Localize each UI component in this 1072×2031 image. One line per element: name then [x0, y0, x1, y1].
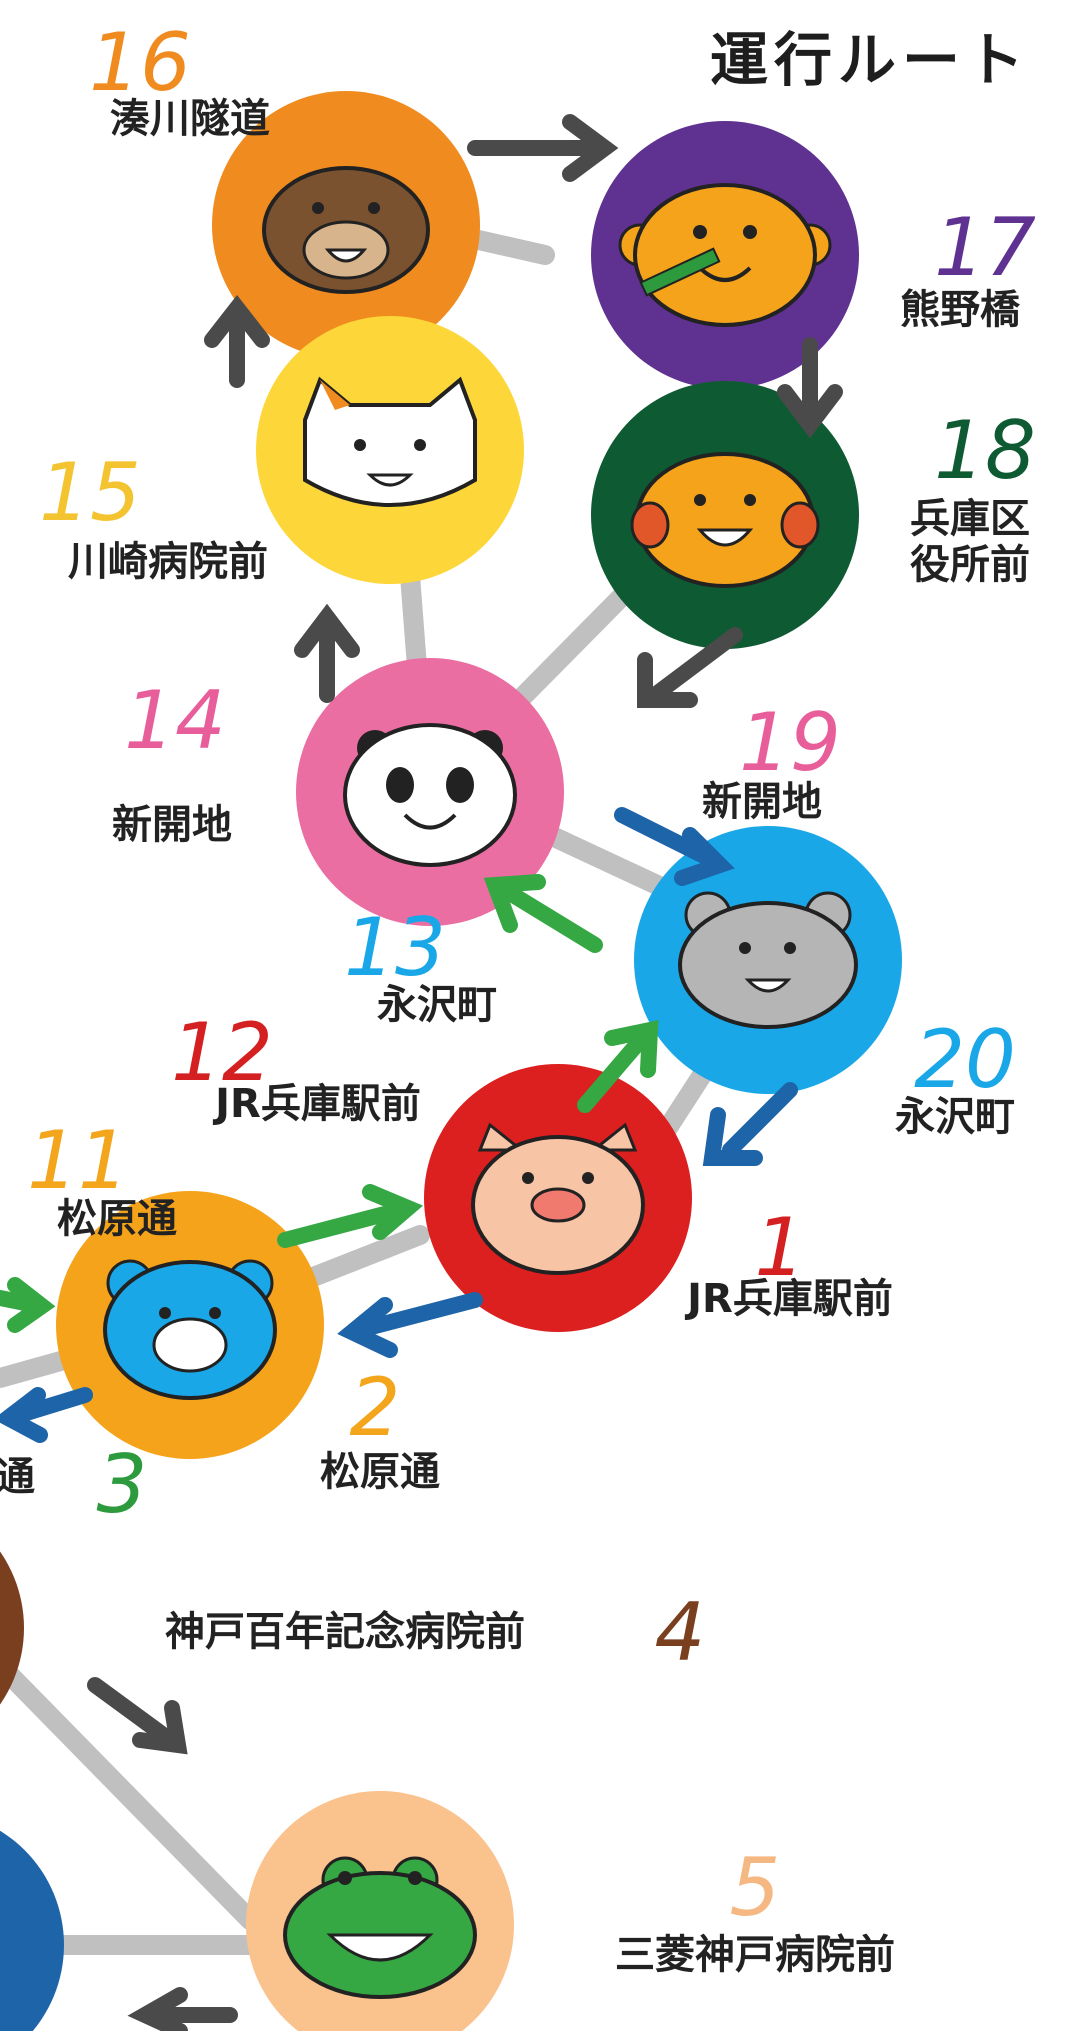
arrow-left-icon: [0, 1387, 93, 1443]
arrow-right-icon: [0, 1277, 56, 1333]
arrow-up-icon: [204, 295, 270, 388]
mole-icon: [262, 166, 430, 294]
stop-number-14: 14: [124, 674, 226, 767]
arrow-left-icon: [127, 1987, 238, 2031]
stop-number-4: 4: [655, 1586, 706, 1679]
stop-labels: 湊川隧道 熊野橋 兵庫区 役所前 川崎病院前 新開地 新開地 永沢町 JR兵庫駅…: [0, 96, 1030, 1978]
stop-label-2: 松原通: [320, 1449, 440, 1495]
station-6-partial: [0, 1830, 64, 2031]
stop-number-11: 11: [27, 1114, 129, 1207]
station-2-11[interactable]: [56, 1191, 324, 1459]
direction-arrows: [0, 114, 843, 2031]
map-title: 運行ルート: [710, 26, 1030, 94]
station-4[interactable]: [0, 1494, 24, 1762]
station-15[interactable]: [256, 316, 524, 584]
stop-label-14: 新開地: [112, 802, 232, 848]
stop-number-15: 15: [39, 446, 141, 539]
stop-label-15: 川崎病院前: [68, 539, 268, 585]
stop-label-20: 永沢町: [895, 1094, 1015, 1140]
arrow-down-left-icon: [637, 627, 743, 708]
stop-label-4: 神戸百年記念病院前: [165, 1609, 525, 1655]
stop-number-19: 19: [739, 696, 841, 789]
monkey-icon: [618, 183, 832, 327]
station-14[interactable]: [296, 658, 564, 926]
cat-icon: [303, 376, 477, 507]
stop-number-17: 17: [934, 201, 1036, 294]
station-18[interactable]: [591, 381, 859, 649]
stop-number-12: 12: [171, 1006, 273, 1099]
arrow-left-icon: [337, 1292, 483, 1358]
arrow-down-right-icon: [87, 1677, 188, 1755]
stop-numbers: 16 17 18 15 14 19 13 12 20 11 1 2 3 4 5: [27, 16, 1036, 1934]
bear-icon: [103, 1259, 277, 1400]
stop-number-2: 2: [350, 1361, 401, 1454]
arrow-up-right-icon: [577, 1020, 659, 1113]
stop-number-3: 3: [97, 1438, 148, 1531]
stop-label-5: 三菱神戸病院前: [615, 1932, 895, 1978]
stop-label-11: 松原通: [57, 1196, 177, 1242]
stop-label-16: 湊川隧道: [110, 96, 270, 142]
stop-number-18: 18: [934, 404, 1036, 497]
stations: [0, 91, 902, 2031]
arrow-right-icon: [467, 114, 619, 182]
stop-label-3: 通: [0, 1454, 35, 1500]
station-1-12[interactable]: [424, 1064, 692, 1332]
stop-number-20: 20: [914, 1013, 1016, 1106]
stop-label-18b: 役所前: [910, 542, 1030, 588]
stop-label-19: 新開地: [702, 779, 822, 825]
arrow-up-left-icon: [483, 874, 603, 953]
panda-icon: [343, 723, 517, 867]
stop-number-5: 5: [730, 1841, 781, 1934]
chipmunk-icon: [630, 452, 820, 588]
station-17[interactable]: [591, 121, 859, 389]
arrow-right-icon: [277, 1184, 424, 1248]
stop-label-1: JR兵庫駅前: [684, 1276, 893, 1322]
frog-icon: [283, 1856, 477, 1999]
arrow-down-icon: [777, 337, 843, 439]
stop-number-16: 16: [89, 16, 191, 109]
stop-label-13: 永沢町: [377, 982, 497, 1028]
station-13-20[interactable]: [634, 826, 902, 1094]
arrow-down-right-icon: [614, 807, 735, 886]
stop-label-17: 熊野橋: [900, 287, 1020, 333]
stop-number-13: 13: [344, 901, 446, 994]
arrow-up-icon: [294, 603, 360, 703]
stop-label-18a: 兵庫区: [910, 496, 1030, 542]
arrow-down-left-icon: [702, 1082, 798, 1166]
stop-label-12: JR兵庫駅前: [212, 1081, 421, 1127]
station-5[interactable]: [246, 1791, 514, 2031]
stop-number-1: 1: [755, 1201, 806, 1294]
station-16[interactable]: [212, 91, 480, 359]
mouse-icon: [678, 891, 858, 1029]
pig-icon: [471, 1122, 645, 1275]
